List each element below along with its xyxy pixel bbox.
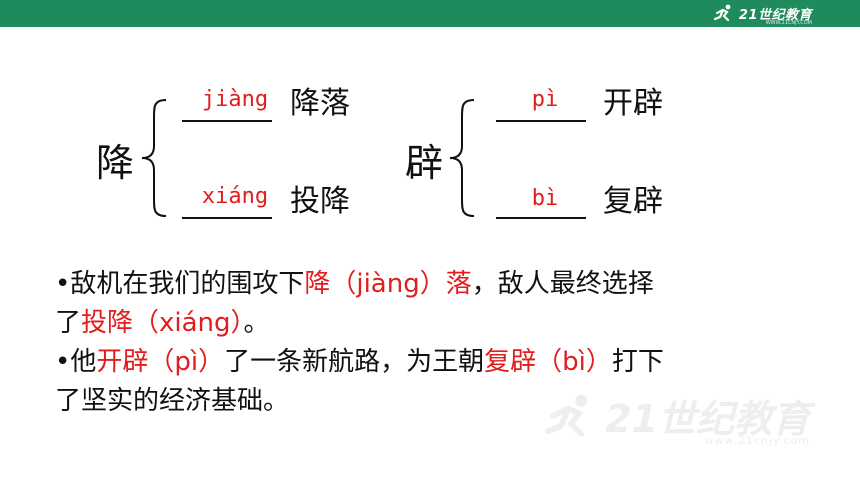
example-sentences: •敌机在我们的围攻下降（jiàng）落，敌人最终选择 了投降（xiáng）。 •… — [55, 265, 845, 421]
brand-logo: 21世纪教育 WWW.21CNJY.COM — [713, 3, 812, 26]
word: 开辟 — [603, 86, 663, 121]
brace-icon — [141, 99, 167, 217]
highlight-word: 复辟（bì） — [484, 347, 612, 377]
pinyin-answer: bì — [531, 186, 559, 211]
runner-watermark-icon — [545, 394, 588, 437]
pinyin-answer: pì — [531, 87, 559, 112]
sentence-text: 敌机在我们的围攻下 — [70, 269, 305, 299]
pinyin-answer: jiàng — [201, 87, 269, 112]
sentence-line: •他开辟（pì）了一条新航路，为王朝复辟（bì）打下 — [55, 343, 845, 382]
header-bar: 21世纪教育 WWW.21CNJY.COM — [0, 0, 860, 27]
word: 复辟 — [603, 184, 663, 219]
watermark-url: www.21cnjy.com — [704, 434, 810, 447]
sentence-text: 他 — [70, 347, 97, 377]
sentence-text: ，敌人最终选择 — [471, 269, 654, 299]
brace-icon — [449, 99, 475, 217]
answer-blank — [496, 217, 586, 219]
highlight-word: 降（jiàng）落 — [304, 269, 472, 299]
bullet: • — [55, 347, 71, 377]
highlight-word: 投降（xiáng） — [81, 308, 244, 338]
sentence-text: 了坚实的经济基础。 — [55, 386, 290, 416]
sentence-line: •敌机在我们的围攻下降（jiàng）落，敌人最终选择 — [55, 265, 845, 304]
logo-text: 21世纪教育 — [738, 7, 812, 23]
sentence-text: 。 — [243, 308, 270, 338]
logo-url: WWW.21CNJY.COM — [765, 20, 812, 26]
highlight-word: 开辟（pì） — [96, 347, 225, 377]
sentence-text: 了一条新航路，为王朝 — [224, 347, 485, 377]
sentence-line: 了坚实的经济基础。 — [55, 382, 845, 421]
word: 降落 — [290, 86, 350, 121]
watermark-text: 21世纪教育 — [605, 397, 810, 441]
bullet: • — [55, 269, 71, 299]
group-char-pi: 辟 — [405, 141, 444, 185]
group-char-jiang: 降 — [96, 141, 135, 185]
answer-blank — [182, 217, 272, 219]
runner-logo-icon — [713, 4, 731, 22]
sentence-text: 打下 — [611, 347, 664, 377]
pinyin-answer: xiáng — [201, 184, 269, 209]
answer-blank — [496, 120, 586, 122]
watermark: 21世纪教育 www.21cnjy.com — [543, 388, 810, 447]
sentence-line: 了投降（xiáng）。 — [55, 304, 845, 343]
answer-blank — [182, 120, 272, 122]
sentence-text: 了 — [55, 308, 82, 338]
word: 投降 — [290, 184, 350, 219]
